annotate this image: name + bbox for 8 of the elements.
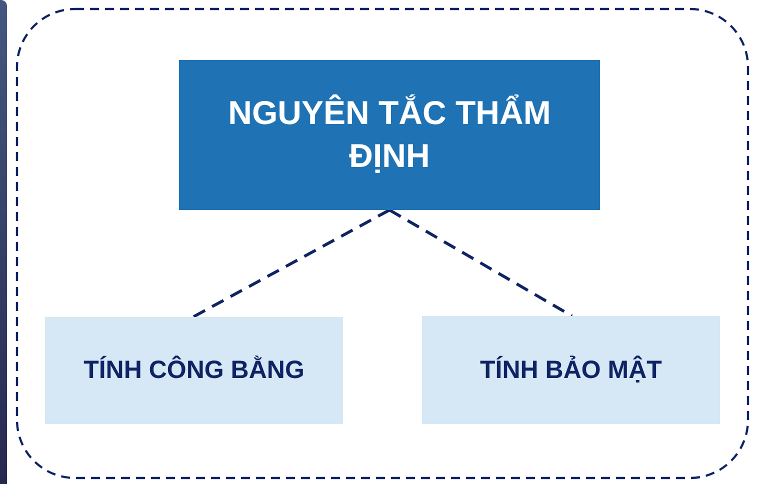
principle-box [45,317,343,424]
box-label: TÍNH BẢO MẬT [480,354,662,386]
box-label: TÍNH CÔNG BẰNG [84,354,304,386]
box-label: NGUYÊN TẮC THẨM ĐỊNH [227,93,552,176]
principle-box [422,316,720,424]
connector-line [192,208,390,318]
connector-line [388,208,573,318]
title-box [179,60,600,210]
